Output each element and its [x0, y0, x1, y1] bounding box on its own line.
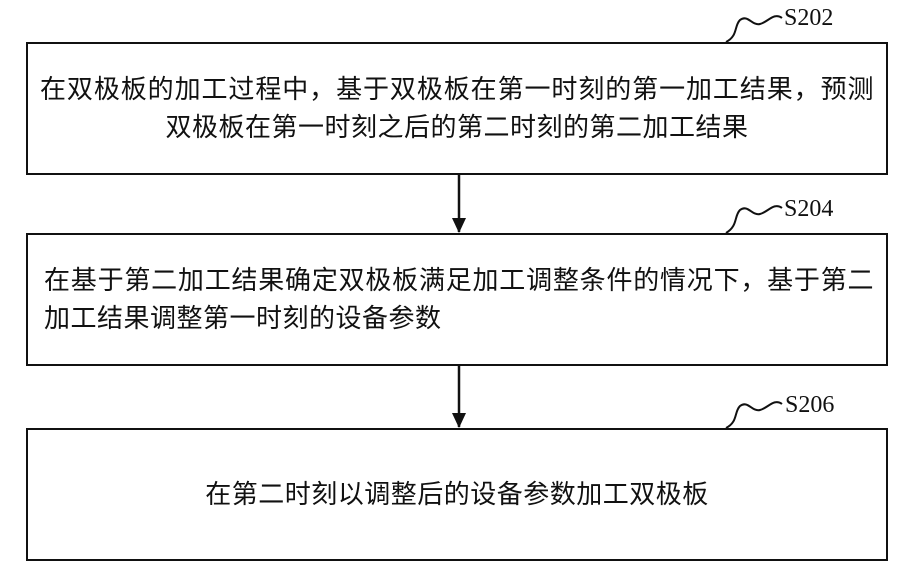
step-label-s204: S204 — [784, 195, 833, 223]
step-label-s206: S206 — [785, 391, 834, 419]
leader-line-s202 — [726, 16, 782, 42]
leader-line-s206 — [726, 402, 782, 428]
arrowhead-step1-to-step2 — [452, 218, 466, 233]
step-box-s204: 在基于第二加工结果确定双极板满足加工调整条件的情况下，基于第二加工结果调整第一时… — [26, 233, 888, 366]
leader-line-s204 — [726, 206, 782, 233]
step-text-s204: 在基于第二加工结果确定双极板满足加工调整条件的情况下，基于第二加工结果调整第一时… — [28, 262, 886, 338]
step-box-s206: 在第二时刻以调整后的设备参数加工双极板 — [26, 428, 888, 561]
step-text-s206: 在第二时刻以调整后的设备参数加工双极板 — [193, 476, 721, 514]
step-text-s202: 在双极板的加工过程中，基于双极板在第一时刻的第一加工结果，预测双极板在第一时刻之… — [28, 71, 886, 147]
step-label-s202: S202 — [784, 4, 833, 32]
arrowhead-step2-to-step3 — [452, 413, 466, 428]
step-box-s202: 在双极板的加工过程中，基于双极板在第一时刻的第一加工结果，预测双极板在第一时刻之… — [26, 42, 888, 175]
